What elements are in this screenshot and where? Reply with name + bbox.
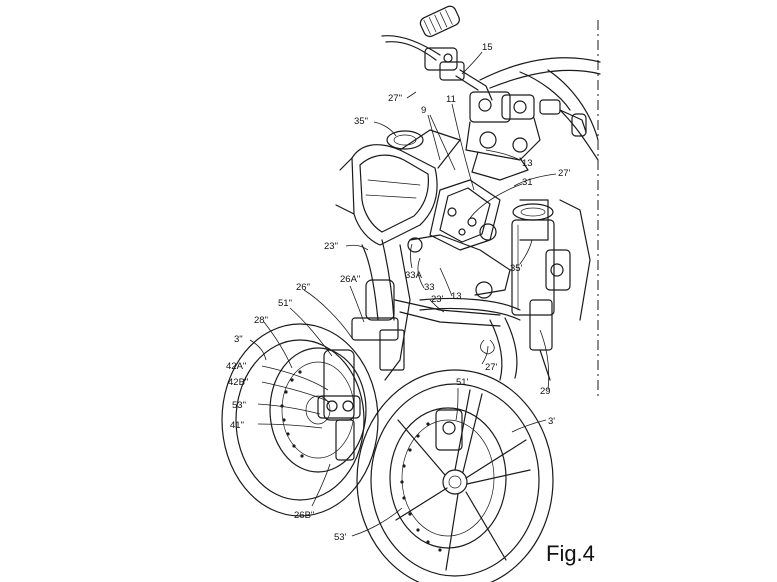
label-33: 33: [424, 282, 435, 293]
label-53pp: 53": [232, 400, 246, 411]
headlight-fairing: [335, 129, 461, 246]
label-13-mid: 13: [451, 291, 462, 302]
label-3p: 3': [548, 416, 555, 427]
label-42App: 42A": [226, 361, 246, 372]
label-35pp: 35": [354, 116, 368, 127]
label-26App: 26A": [340, 274, 360, 285]
label-23p: 23': [431, 294, 444, 305]
label-51p: 51': [456, 377, 469, 388]
label-13-top: 13: [522, 158, 533, 169]
label-11: 11: [446, 94, 456, 105]
label-3pp: 3": [234, 334, 243, 345]
left-upright: [351, 239, 501, 381]
label-29: 29: [540, 386, 551, 397]
label-15: 15: [482, 42, 493, 53]
label-9: 9: [421, 105, 426, 116]
label-53p: 53': [334, 532, 347, 543]
handlebar-assembly: [381, 5, 493, 101]
label-27p-mid: 27': [485, 362, 498, 373]
right-suspension-strut: [511, 199, 591, 321]
leader-lines: [249, 51, 557, 537]
label-23pp: 23": [324, 241, 338, 252]
label-42Bpp: 42B": [228, 377, 248, 388]
label-26pp: 26": [296, 282, 310, 293]
label-28pp: 28": [254, 315, 268, 326]
label-41pp: 41": [230, 420, 244, 431]
figure-title: Fig.4: [546, 541, 595, 566]
tank-body: [479, 57, 601, 161]
label-27p-right: 27': [558, 168, 571, 179]
label-27pp-top: 27": [388, 93, 402, 104]
label-26Bpp: 26B": [294, 510, 314, 521]
label-33A: 33A: [405, 270, 423, 281]
left-front-wheel: [221, 323, 379, 517]
right-front-wheel: [356, 369, 554, 582]
label-31: 31: [522, 177, 533, 188]
label-51pp: 51": [278, 298, 292, 309]
central-frame: [407, 179, 549, 299]
label-35p: 35': [510, 263, 523, 274]
